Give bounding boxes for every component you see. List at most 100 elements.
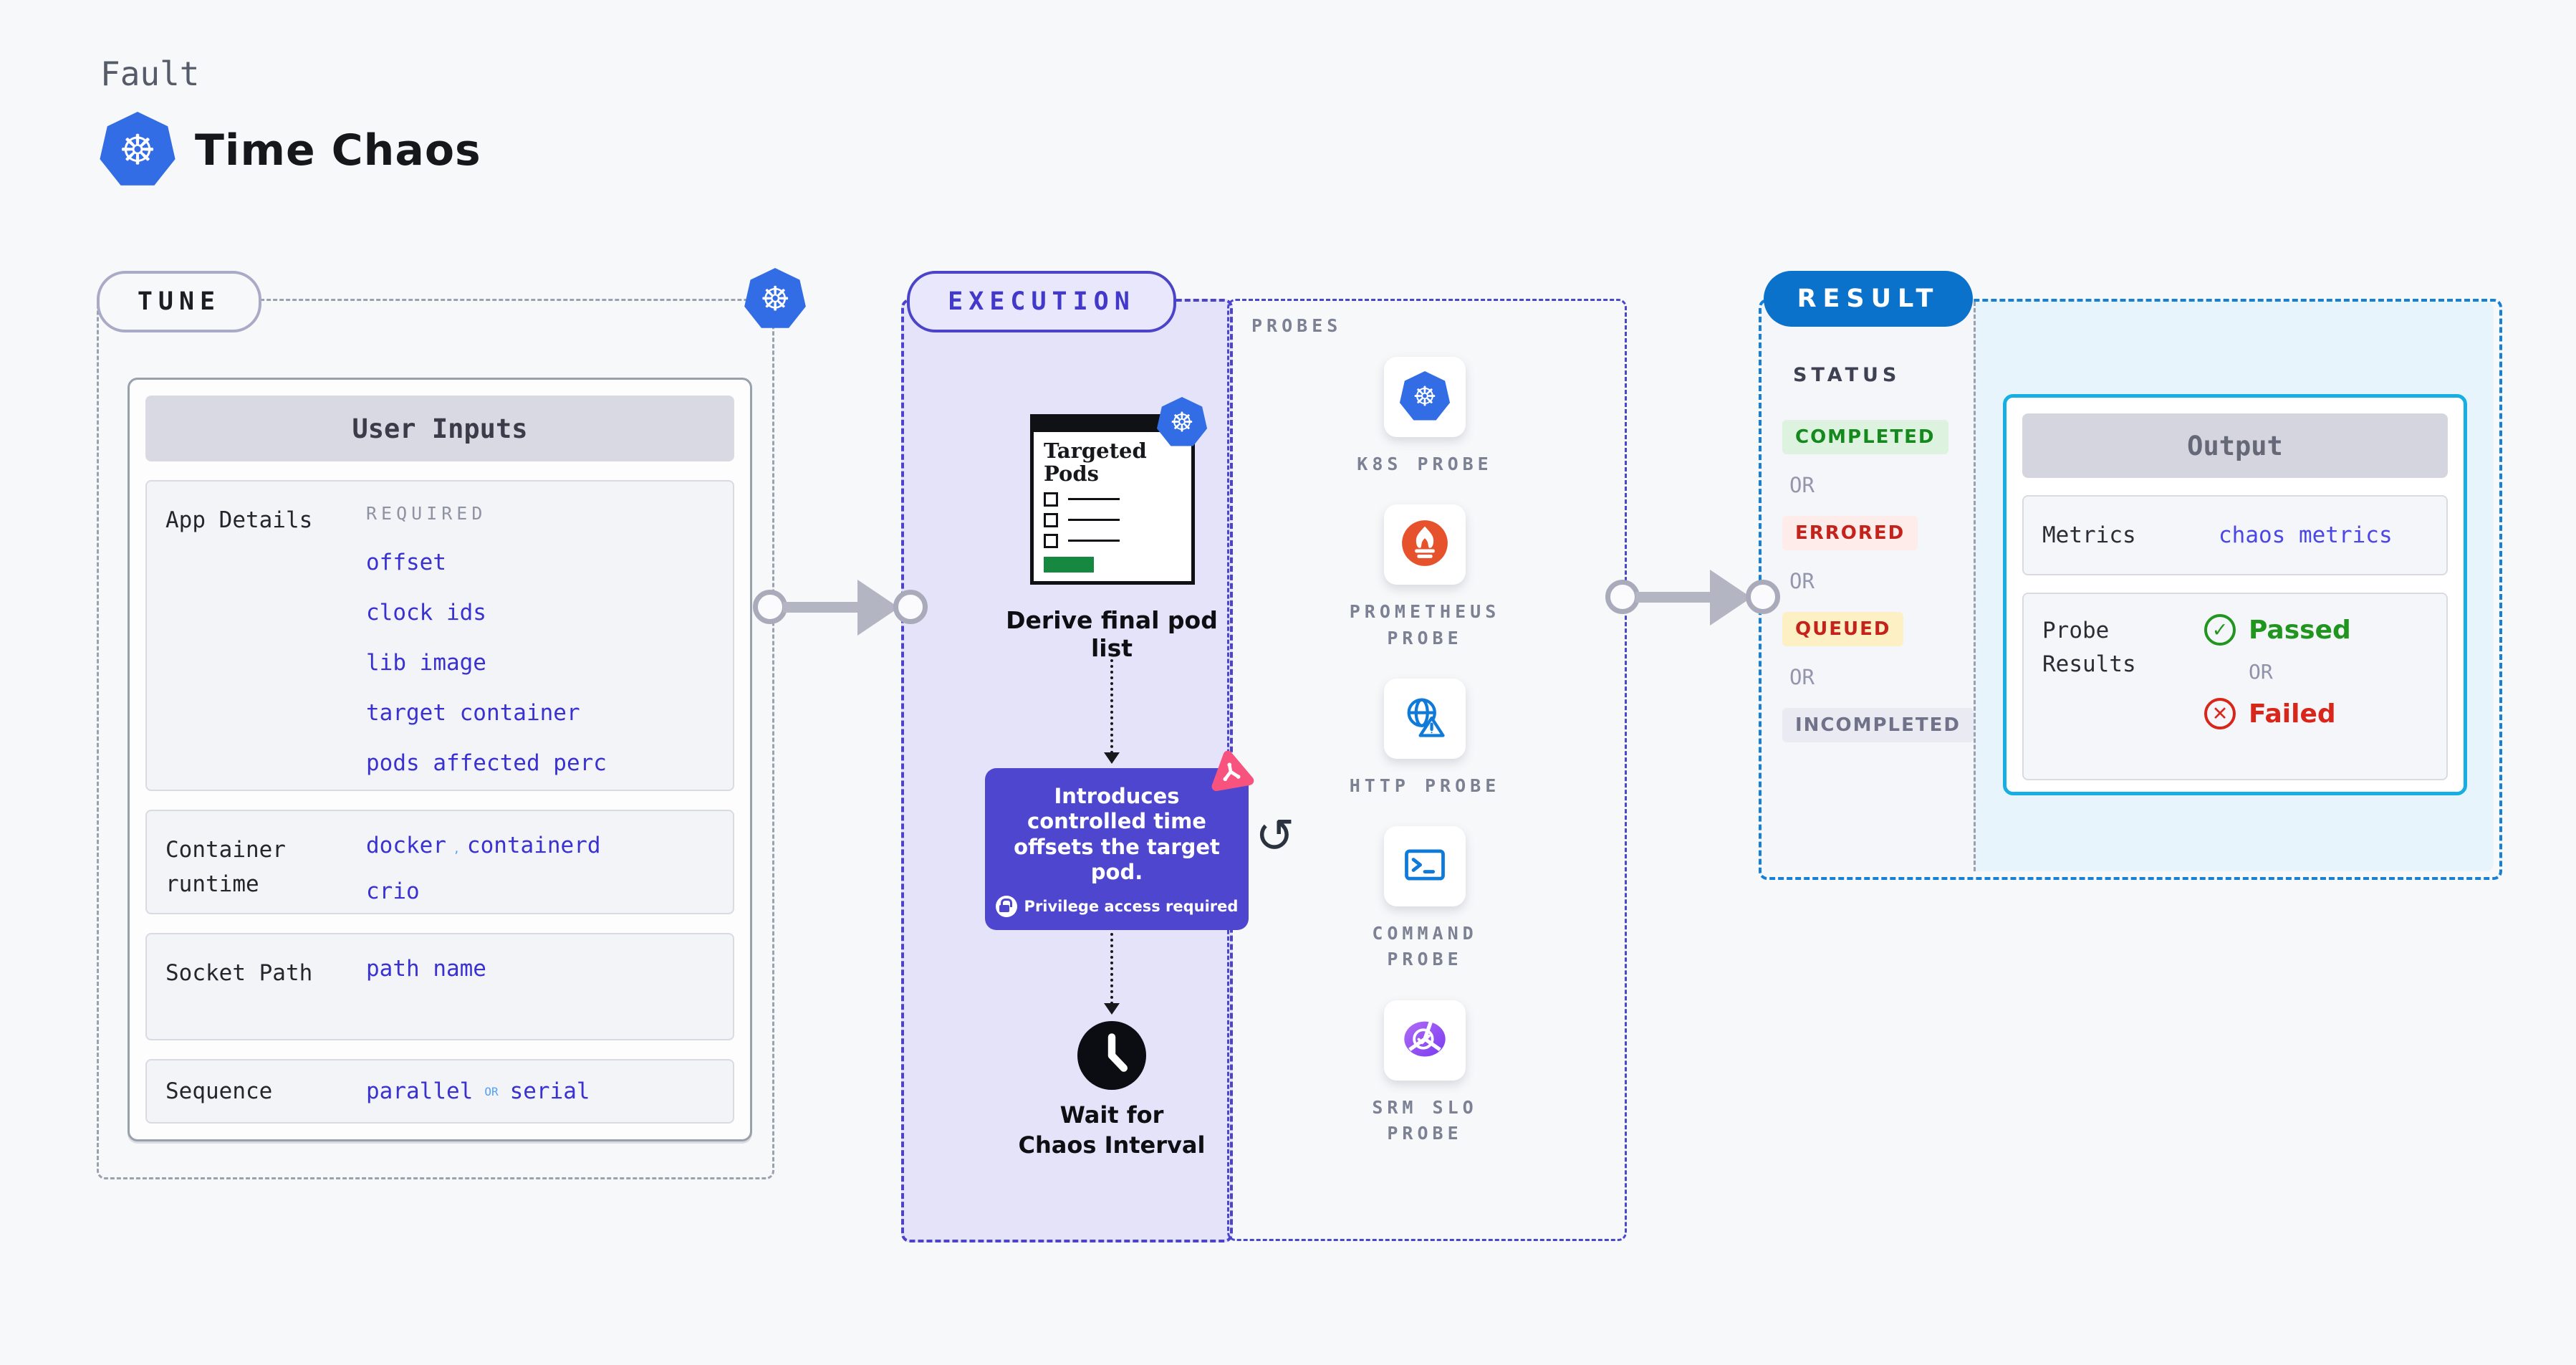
flow-dotted-line: [1110, 921, 1113, 1005]
slo-donut-icon: [1400, 1015, 1449, 1066]
targeted-pods-card: Targeted Pods: [1030, 414, 1195, 585]
probe-label: HTTP PROBE: [1349, 775, 1501, 796]
user-inputs-title: User Inputs: [145, 396, 734, 461]
or-separator: OR: [1789, 569, 1815, 593]
arrow-shaft: [783, 602, 863, 613]
fault-kicker: Fault: [100, 54, 200, 93]
probe-item-prometheus: PROMETHEUS PROBE: [1332, 504, 1518, 651]
privilege-note: Privilege access required: [1024, 897, 1239, 915]
link-pods-affected-perc[interactable]: pods affected perc: [366, 750, 607, 776]
or-separator: OR: [2249, 660, 2273, 684]
app-details-section: App Details REQUIRED offset clock ids li…: [145, 480, 734, 791]
arrow-end-dot: [1746, 580, 1780, 614]
link-parallel[interactable]: parallel: [366, 1078, 474, 1104]
probe-tile: [1384, 504, 1466, 585]
checkbox-icon: [1044, 533, 1058, 548]
down-arrow-icon: [1104, 1003, 1120, 1015]
sequence-section: Sequence parallel OR serial: [145, 1059, 734, 1124]
execution-stage-pill: EXECUTION: [907, 271, 1176, 332]
link-path-name[interactable]: path name: [366, 956, 486, 982]
passed-label: Passed: [2249, 615, 2351, 645]
probes-to-result-arrow: [1605, 568, 1780, 626]
derive-pod-list-label: Derive final pod list: [1006, 606, 1218, 662]
wait-chaos-interval-label: Wait for Chaos Interval: [1018, 1101, 1206, 1159]
page-title: Time Chaos: [195, 125, 481, 176]
kubernetes-icon: ☸: [744, 268, 806, 328]
fault-description-tooltip: Introduces controlled time offsets the t…: [985, 768, 1249, 930]
probe-item-k8s: ☸ K8S PROBE: [1332, 357, 1518, 477]
or-separator: OR: [1789, 665, 1815, 689]
link-chaos-metrics[interactable]: chaos metrics: [2219, 522, 2393, 548]
clock-icon: [1077, 1021, 1146, 1090]
check-circle-icon: ✓: [2204, 614, 2236, 646]
probe-results-row: Probe Results ✓ Passed OR ✕ Failed: [2022, 593, 2448, 780]
probe-tile: [1384, 826, 1466, 906]
kubernetes-logo-icon: ☸: [100, 112, 176, 186]
status-badge-queued: QUEUED: [1782, 612, 1904, 646]
or-separator: OR: [1789, 473, 1815, 497]
checkbox-icon: [1044, 492, 1058, 507]
probe-label: K8S PROBE: [1357, 454, 1493, 474]
pod-line: [1068, 498, 1120, 501]
user-inputs-panel: User Inputs App Details REQUIRED offset …: [128, 378, 752, 1141]
status-badge-errored: ERRORED: [1782, 516, 1918, 550]
container-runtime-label: Container runtime: [165, 837, 286, 898]
pod-checkbox-row: [1044, 492, 1181, 507]
link-target-container[interactable]: target container: [366, 700, 580, 726]
probe-item-srm-slo: SRM SLO PROBE: [1332, 1000, 1518, 1147]
container-runtime-section: Container runtime docker , containerd cr…: [145, 810, 734, 914]
x-circle-icon: ✕: [2204, 698, 2236, 729]
pod-checkbox-row: [1044, 512, 1181, 527]
lock-icon: [995, 895, 1017, 917]
probe-item-http: HTTP PROBE: [1332, 678, 1518, 799]
arrow-end-dot: [893, 590, 928, 624]
retry-loop-icon: ↺: [1255, 808, 1295, 863]
chaos-node-icon: [1204, 746, 1257, 798]
arrow-head: [1710, 570, 1751, 626]
app-details-label: App Details: [165, 507, 313, 533]
probes-list: ☸ K8S PROBE PROMETHEUS PROBE: [1227, 357, 1623, 1146]
probe-label: COMMAND PROBE: [1372, 923, 1478, 970]
checkbox-icon: [1044, 512, 1058, 527]
link-docker[interactable]: docker: [366, 833, 446, 858]
down-arrow-icon: [1104, 752, 1120, 764]
link-lib-image[interactable]: lib image: [366, 650, 486, 676]
status-list: COMPLETED OR ERRORED OR QUEUED OR INCOMP…: [1782, 420, 1974, 742]
status-column-background: [1762, 302, 1974, 871]
output-title: Output: [2022, 413, 2448, 478]
kubernetes-icon: ☸: [1156, 397, 1208, 446]
status-badge-incompleted: INCOMPLETED: [1782, 708, 1974, 742]
kubernetes-icon: ☸: [1399, 371, 1451, 421]
status-title: STATUS: [1793, 364, 1901, 386]
result-divider: [1974, 302, 1976, 871]
tune-stage-pill: TUNE: [97, 271, 261, 332]
or-separator: OR: [484, 1084, 499, 1098]
targeted-pods-title: Targeted Pods: [1044, 439, 1147, 487]
failed-result: ✕ Failed: [2204, 698, 2351, 729]
metrics-row: Metrics chaos metrics: [2022, 495, 2448, 575]
pod-line: [1068, 540, 1120, 542]
progress-bar: [1044, 556, 1094, 573]
arrow-shaft: [1635, 592, 1716, 603]
link-crio[interactable]: crio: [366, 878, 420, 904]
output-panel: Output Metrics chaos metrics Probe Resul…: [2003, 394, 2467, 795]
card-title-bar: [1034, 418, 1191, 432]
sequence-label: Sequence: [165, 1078, 273, 1104]
probe-tile: [1384, 1000, 1466, 1081]
link-containerd[interactable]: containerd: [466, 833, 601, 858]
link-clock-ids[interactable]: clock ids: [366, 600, 486, 626]
socket-path-section: Socket Path path name: [145, 933, 734, 1040]
metrics-label: Metrics: [2042, 522, 2136, 548]
tune-to-execution-arrow: [753, 578, 928, 636]
failed-label: Failed: [2249, 699, 2336, 729]
probe-item-command: COMMAND PROBE: [1332, 826, 1518, 973]
link-offset[interactable]: offset: [366, 550, 446, 575]
socket-path-label: Socket Path: [165, 960, 313, 986]
terminal-icon: [1400, 840, 1449, 892]
probes-title: PROBES: [1251, 315, 1342, 336]
probe-tile: ☸: [1384, 357, 1466, 437]
prometheus-icon: [1400, 519, 1449, 570]
passed-result: ✓ Passed: [2204, 614, 2351, 646]
link-serial[interactable]: serial: [509, 1078, 590, 1104]
